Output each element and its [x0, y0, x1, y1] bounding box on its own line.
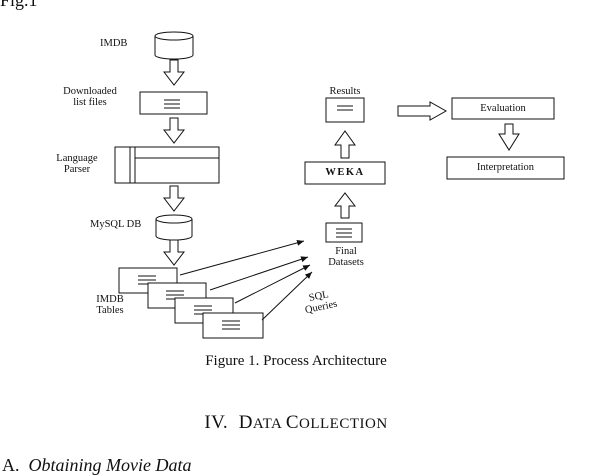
weka-label: WEKA	[325, 167, 365, 178]
section-title-rest1: ATA	[252, 416, 286, 432]
down-arrow-icon	[162, 185, 186, 212]
evaluation-box	[451, 97, 555, 120]
down-arrow-icon	[162, 59, 186, 86]
subsection-title: Obtaining Movie Data	[28, 455, 192, 475]
evaluation-label: Evaluation	[480, 103, 526, 114]
sql-query-arrows	[179, 239, 313, 321]
interpretation-label: Interpretation	[476, 162, 535, 173]
results-label: Results	[329, 86, 361, 97]
final-label-line2: Datasets	[328, 257, 364, 268]
imdb-label: IMDB	[100, 38, 128, 49]
language-parser-box	[114, 146, 220, 184]
weka-box	[304, 161, 386, 185]
downloaded-label-line2: list files	[73, 97, 107, 108]
mysql-label: MySQL DB	[90, 219, 142, 230]
down-arrow-icon	[162, 117, 186, 144]
downloaded-label: Downloaded list files	[40, 86, 140, 108]
up-arrow-icon	[333, 192, 357, 219]
results-box	[325, 97, 365, 123]
subsection-prefix: A.	[2, 455, 20, 475]
tables-label-line2: Tables	[96, 305, 124, 316]
downloaded-label-line1: Downloaded	[63, 86, 117, 97]
final-datasets-box	[325, 222, 363, 243]
up-arrow-icon	[334, 130, 356, 159]
final-label-line1: Final	[335, 246, 357, 257]
final-datasets-label: Final Datasets	[318, 246, 374, 268]
section-heading: IV. DATA COLLECTION	[0, 412, 592, 434]
down-arrow-icon	[498, 123, 520, 151]
tables-label: IMDB Tables	[75, 294, 145, 316]
section-title-big2: C	[285, 412, 299, 433]
tables-label-line1: IMDB	[96, 294, 124, 305]
parser-label: Language Parser	[32, 153, 122, 175]
figure-caption: Figure 1. Process Architecture	[205, 353, 387, 369]
parser-label-line1: Language	[56, 153, 98, 164]
figure-label: Fig.1	[0, 0, 38, 10]
section-title-rest2: OLLECTION	[299, 416, 388, 432]
section-title-big1: D	[238, 412, 253, 433]
process-architecture-diagram	[114, 31, 565, 339]
downloaded-files-box	[139, 91, 208, 115]
section-number: IV.	[204, 412, 229, 433]
down-arrow-icon	[162, 239, 186, 266]
imdb-table-document-icon	[202, 312, 264, 339]
right-arrow-icon	[397, 101, 448, 121]
imdb-database-icon	[154, 31, 194, 60]
parser-label-line2: Parser	[63, 164, 91, 175]
mysql-database-icon	[155, 214, 193, 241]
interpretation-box	[446, 156, 565, 180]
